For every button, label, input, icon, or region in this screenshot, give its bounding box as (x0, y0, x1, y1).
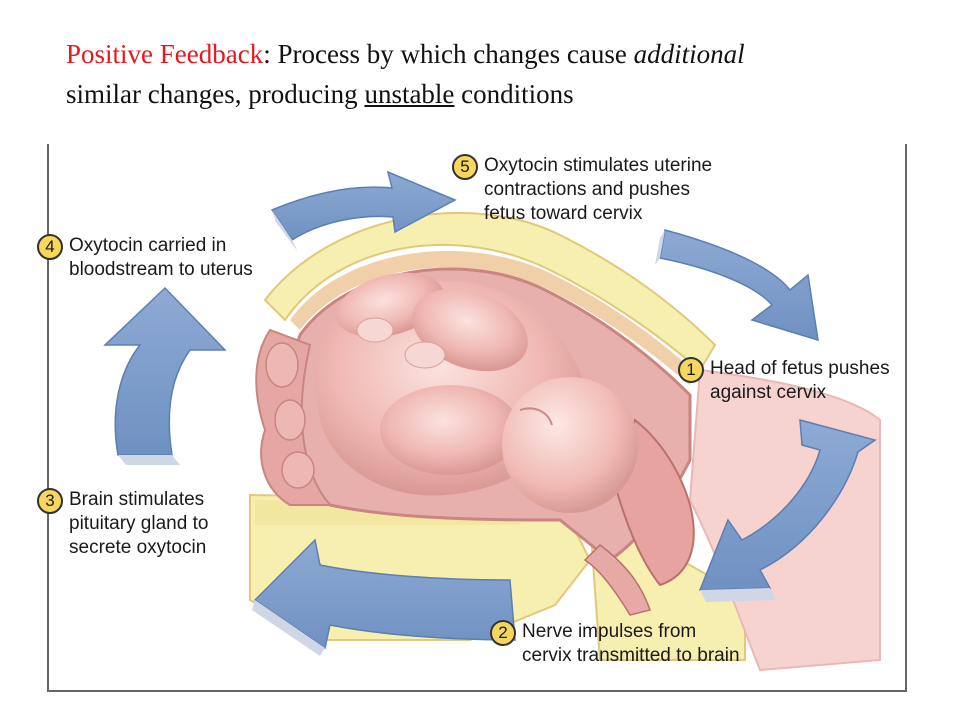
step-2-number: 2 (490, 620, 516, 646)
step-4-number: 4 (37, 234, 63, 260)
step-5: 5 Oxytocin stimulates uterine contractio… (452, 154, 712, 226)
step-3-label: Brain stimulates pituitary gland to secr… (69, 489, 209, 558)
diagram-frame (47, 144, 907, 692)
title-line2-end: conditions (454, 79, 574, 109)
title-line1: Process by which changes cause (270, 39, 634, 69)
title-line2: similar changes, producing (66, 79, 365, 109)
step-5-label: Oxytocin stimulates uterine contractions… (484, 155, 713, 224)
step-4: 4 Oxytocin carried in bloodstream to ute… (37, 234, 253, 282)
slide-title: Positive Feedback: Process by which chan… (66, 34, 926, 114)
step-3-number: 3 (37, 488, 63, 514)
step-2-label: Nerve impulses from cervix transmitted t… (522, 621, 740, 666)
title-separator: : (263, 39, 271, 69)
step-5-number: 5 (452, 154, 478, 180)
step-3: 3 Brain stimulates pituitary gland to se… (37, 488, 208, 560)
step-4-label: Oxytocin carried in bloodstream to uteru… (69, 235, 253, 280)
step-1-number: 1 (678, 357, 704, 383)
step-1: 1 Head of fetus pushes against cervix (678, 357, 890, 405)
title-emphasis: additional (633, 39, 745, 69)
title-underlined: unstable (364, 79, 455, 109)
step-2: 2 Nerve impulses from cervix transmitted… (490, 620, 740, 668)
arrow-icon (103, 170, 877, 656)
fetus-shape (314, 272, 638, 513)
title-term: Positive Feedback (66, 39, 264, 69)
step-1-label: Head of fetus pushes against cervix (710, 358, 890, 403)
abdominal-wall (263, 211, 717, 385)
